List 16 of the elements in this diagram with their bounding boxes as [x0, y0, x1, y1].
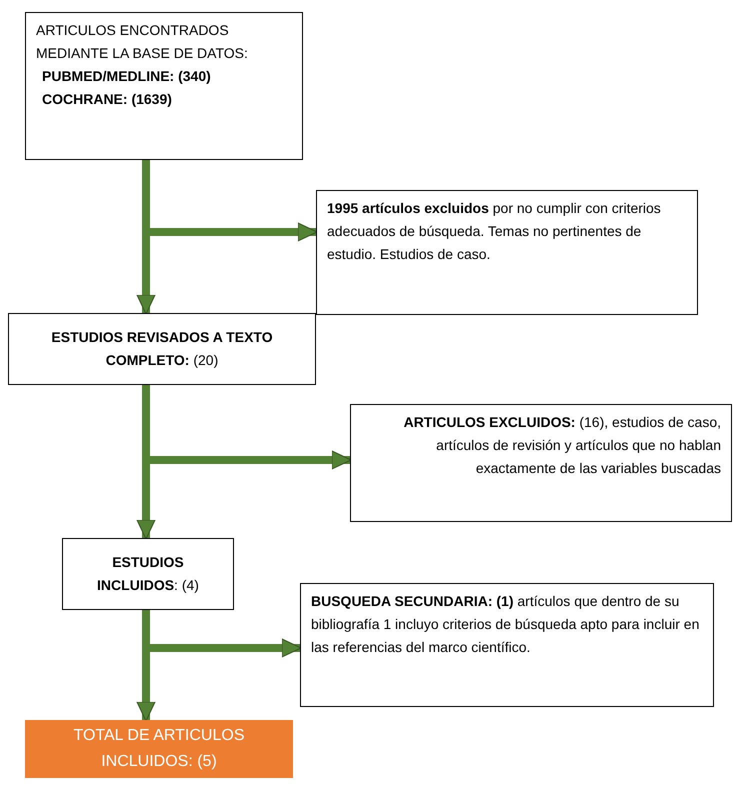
- source-box: [25, 12, 303, 160]
- node-text: ARTICULOS EXCLUIDOS: (16), estudios de caso, artículos de revisión y artículos que no hablan exactamente de las variables buscadas: [402, 413, 721, 478]
- process-box: [8, 313, 316, 385]
- process-box: [62, 538, 234, 610]
- node-text: ARTICULOS ENCONTRADOS MEDIANTE LA BASE DE DATOS:: [36, 21, 249, 63]
- database-count: COCHRANE: (1639): [41, 90, 173, 109]
- node-text: ESTUDIOS REVISADOS A TEXTO COMPLETO: (20): [50, 328, 274, 370]
- result-box: [25, 720, 293, 778]
- node-text: BUSQUEDA SECUNDARIA: (1) artículos que dentro de su bibliografía 1 incluyo criterios de búsqueda apto para incluir en las referencias del marco científico.: [311, 592, 700, 657]
- exclusion-box: [350, 404, 732, 522]
- node-text: ESTUDIOS INCLUIDOS: (4): [96, 553, 200, 595]
- exclusion-box: [316, 190, 698, 315]
- secondary-search-box: [300, 583, 714, 707]
- database-count: PUBMED/MEDLINE: (340): [41, 67, 212, 86]
- node-text: TOTAL DE ARTICULOS INCLUIDOS: (5): [72, 726, 246, 772]
- node-text: 1995 artículos excluidos por no cumplir con criterios adecuados de búsqueda. Temas no pertinentes de estudio. Estudios de caso.: [327, 199, 662, 264]
